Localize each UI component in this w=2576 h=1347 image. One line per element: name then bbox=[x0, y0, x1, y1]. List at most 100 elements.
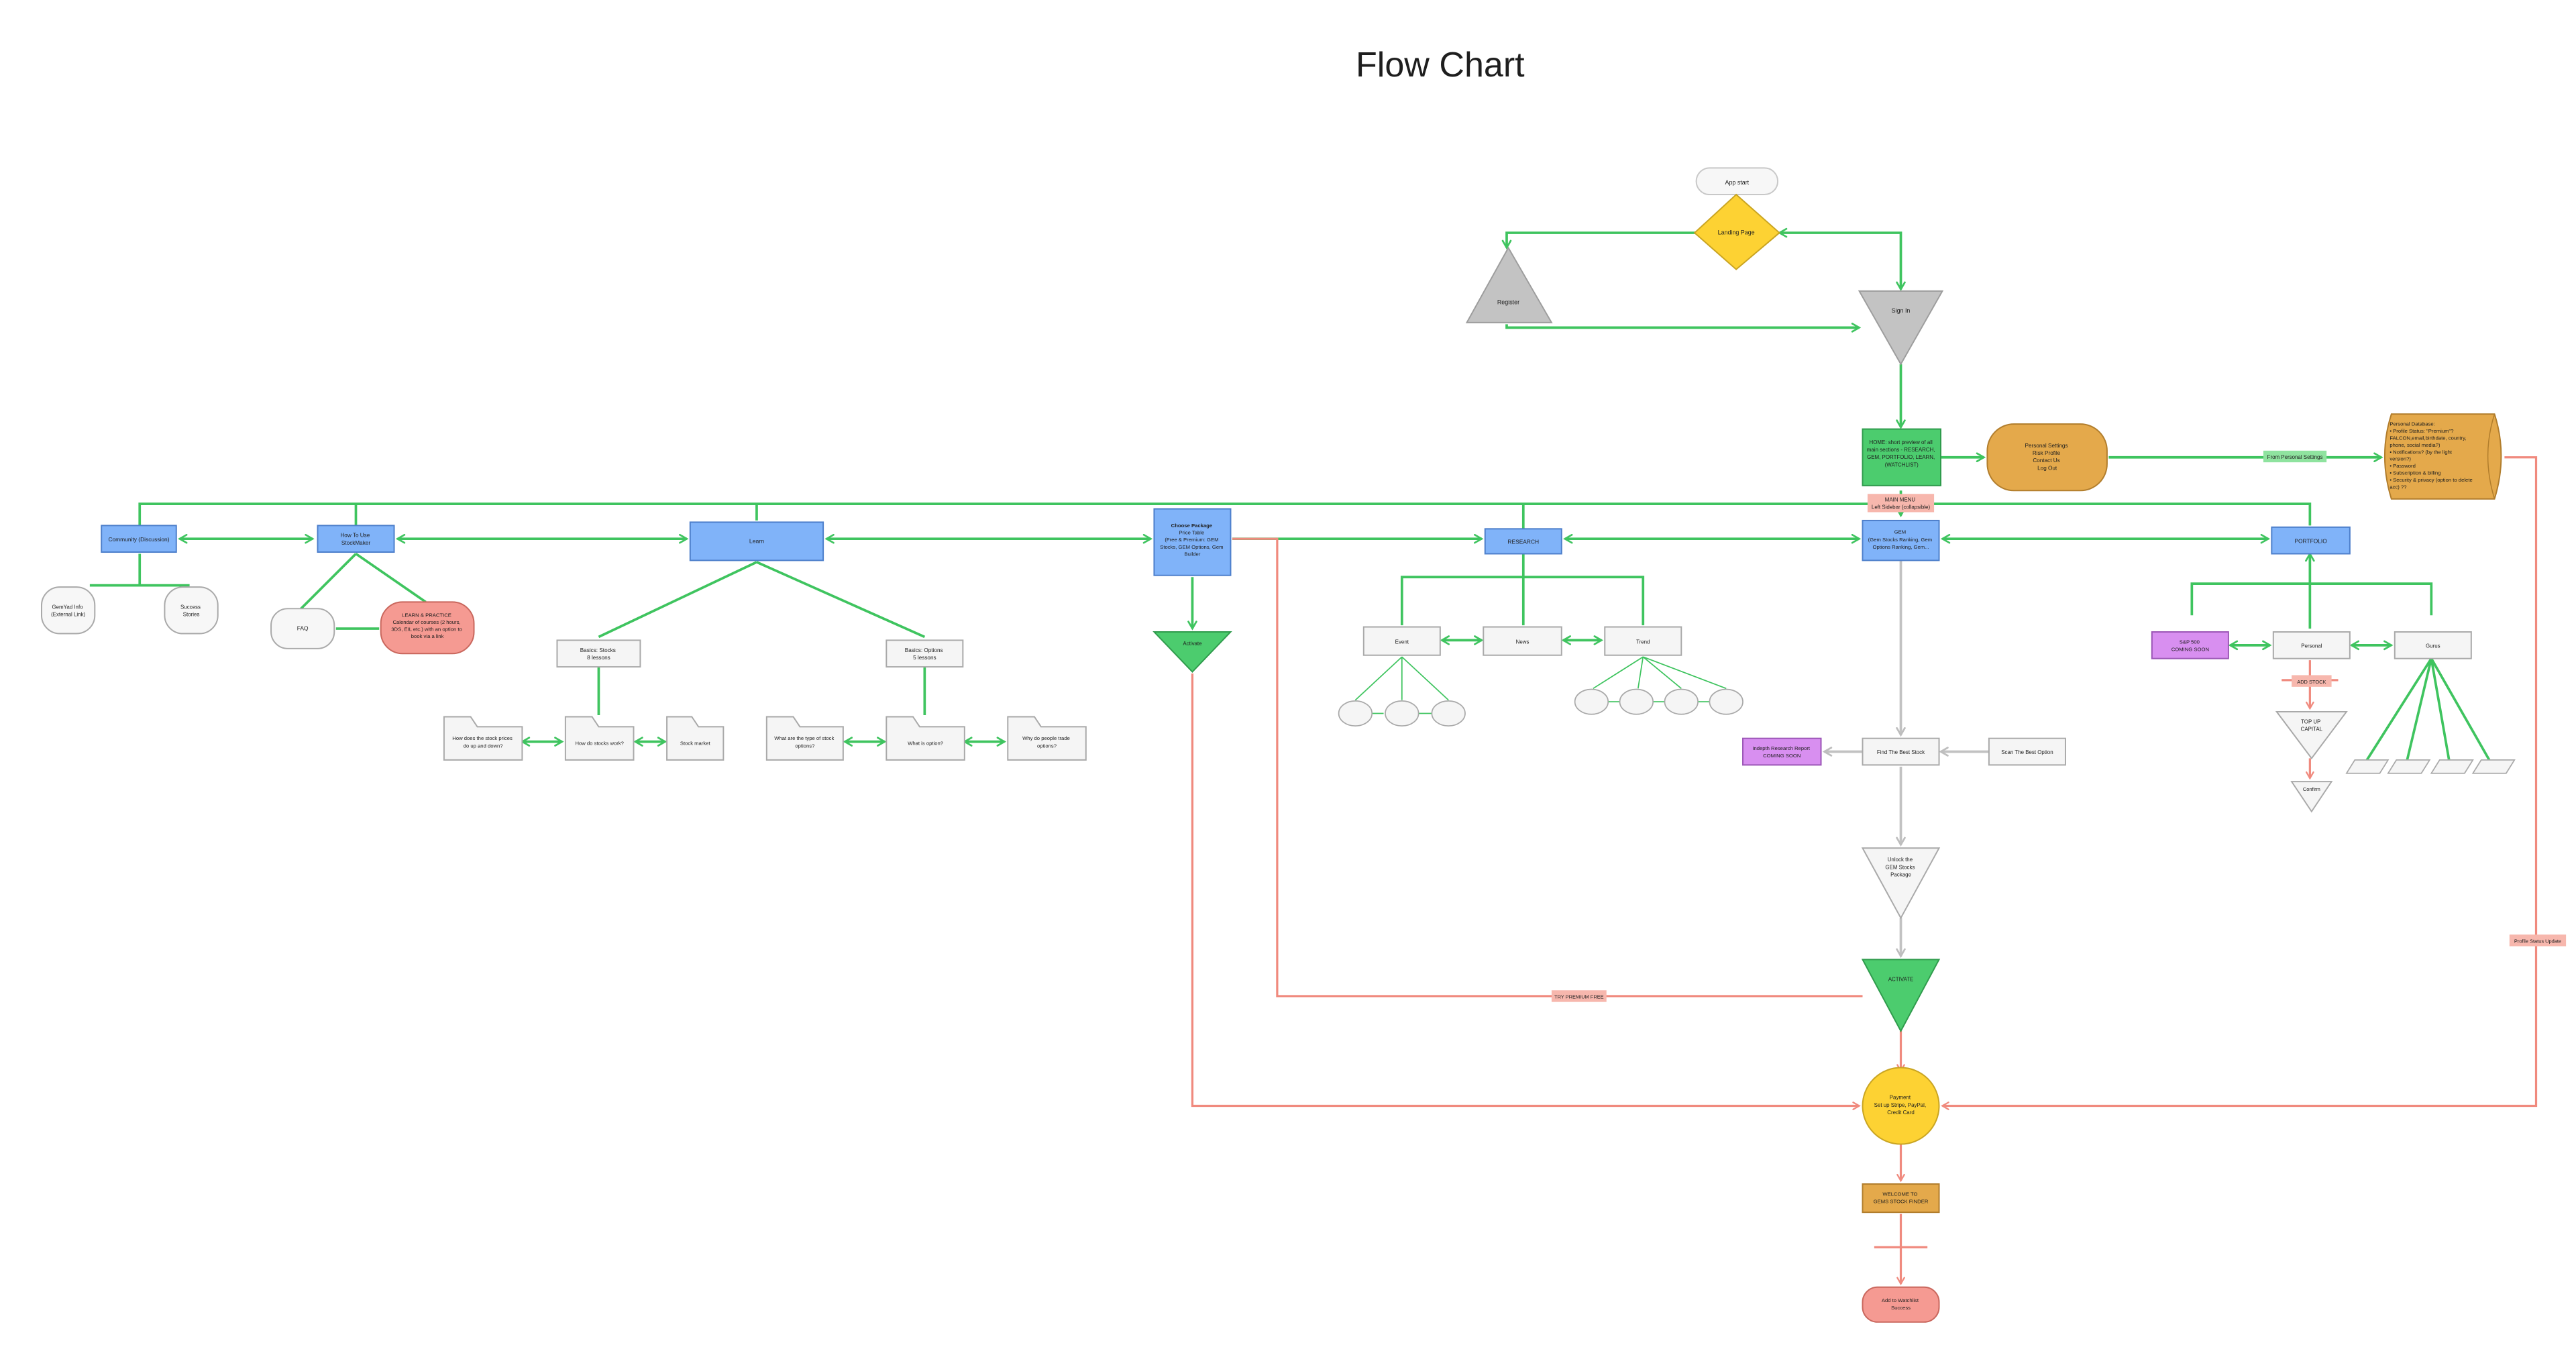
node-label: Landing Page bbox=[1718, 229, 1755, 236]
node-indepth-research[interactable]: Indepth Research Report COMING SOON bbox=[1742, 737, 1822, 766]
node-label: Basics: Options 5 lessons bbox=[905, 647, 945, 661]
node-label: PORTFOLIO bbox=[2294, 537, 2327, 544]
svg-text:Profile Status Update: Profile Status Update bbox=[2514, 938, 2561, 945]
node-scan-best-option[interactable]: Scan The Best Option bbox=[1988, 737, 2066, 766]
node-what-is-option[interactable]: What is option? bbox=[885, 716, 965, 761]
node-how-to-use[interactable]: How To Use StockMaker bbox=[317, 525, 395, 553]
node-choose-package[interactable]: Choose Package Price Table (Free & Premi… bbox=[1153, 508, 1232, 576]
node-register[interactable]: Register bbox=[1465, 246, 1553, 323]
trend-subnodes bbox=[1574, 688, 1743, 715]
node-label: How do stocks work? bbox=[575, 741, 623, 747]
node-landing-page[interactable]: Landing Page bbox=[1693, 193, 1781, 270]
node-learn-practice[interactable]: LEARN & PRACTICE Calendar of courses (2 … bbox=[380, 601, 475, 655]
node-label: LEARN & PRACTICE Calendar of courses (2 … bbox=[391, 612, 464, 639]
node-label: Indepth Research Report COMING SOON bbox=[1752, 745, 1811, 759]
node-s-and-p[interactable]: S&P 500 COMING SOON bbox=[2151, 631, 2229, 659]
node-personal-database[interactable]: Personal Database: • Profile Status: "Pr… bbox=[2383, 413, 2502, 500]
node-label: Unlock the GEM Stocks Package bbox=[1885, 857, 1916, 877]
node-label: News bbox=[1516, 639, 1529, 645]
node-personal[interactable]: Personal bbox=[2272, 631, 2351, 659]
node-label: Learn bbox=[749, 537, 764, 544]
node-label: RESEARCH bbox=[1507, 539, 1539, 545]
node-research[interactable]: RESEARCH bbox=[1484, 528, 1562, 555]
node-community[interactable]: Community (Discussion) bbox=[101, 525, 177, 553]
node-confirm[interactable]: Confirm bbox=[2290, 781, 2333, 813]
node-label: Why do people trade options? bbox=[1022, 735, 1071, 749]
node-home[interactable]: HOME: short preview of all main sections… bbox=[1862, 428, 1942, 486]
connectors bbox=[89, 227, 2538, 1286]
node-label: App start bbox=[1725, 179, 1750, 186]
node-label: Sign In bbox=[1892, 307, 1911, 314]
node-portfolio[interactable]: PORTFOLIO bbox=[2271, 526, 2351, 555]
node-gem[interactable]: GEM (Gem Stocks Ranking, Gem Options Ran… bbox=[1862, 519, 1940, 561]
node-stock-prices[interactable]: How does the stock prices do up and down… bbox=[443, 716, 523, 761]
node-sign-in[interactable]: Sign In bbox=[1858, 290, 1944, 366]
node-label: Register bbox=[1497, 299, 1519, 306]
node-label: Stock market bbox=[680, 741, 711, 747]
node-unlock-gem[interactable]: Unlock the GEM Stocks Package bbox=[1861, 847, 1941, 920]
node-label: Basics: Stocks 8 lessons bbox=[580, 647, 617, 661]
node-event[interactable]: Event bbox=[1362, 626, 1441, 656]
gurus-subnodes bbox=[2345, 759, 2516, 774]
edge-label-add-stock: ADD STOCK bbox=[2292, 675, 2332, 687]
node-label: TOP UP CAPITAL bbox=[2301, 718, 2323, 732]
node-activate-main[interactable]: ACTIVATE bbox=[1861, 959, 1941, 1033]
node-faq[interactable]: FAQ bbox=[270, 608, 335, 649]
node-add-watchlist[interactable]: Add to Watchlist Success bbox=[1862, 1286, 1940, 1323]
svg-text:ADD STOCK: ADD STOCK bbox=[2297, 679, 2326, 685]
node-label: WELCOME TO GEMS STOCK FINDER bbox=[1874, 1191, 1929, 1204]
edge-label-try-premium: TRY PREMIUM FREE bbox=[1551, 990, 1607, 1002]
node-label: ACTIVATE bbox=[1888, 977, 1914, 983]
node-label: Event bbox=[1395, 639, 1409, 645]
node-personal-settings[interactable]: Personal Settings Risk Profile Contact U… bbox=[1986, 423, 2108, 492]
node-label: S&P 500 COMING SOON bbox=[2171, 639, 2209, 652]
node-learn[interactable]: Learn bbox=[689, 521, 824, 561]
svg-text:From Personal Settings: From Personal Settings bbox=[2267, 454, 2323, 460]
node-label: What is option? bbox=[908, 741, 943, 747]
node-welcome[interactable]: WELCOME TO GEMS STOCK FINDER bbox=[1862, 1183, 1940, 1214]
node-top-up-capital[interactable]: TOP UP CAPITAL bbox=[2275, 711, 2348, 760]
node-why-trade-options[interactable]: Why do people trade options? bbox=[1007, 716, 1087, 761]
node-label: Activate bbox=[1183, 641, 1202, 647]
node-label: Choose Package Price Table (Free & Premi… bbox=[1160, 523, 1224, 557]
node-main-menu[interactable]: MAIN MENU Left Sidebar (collapsible) bbox=[1867, 494, 1935, 513]
node-label: Trend bbox=[1636, 639, 1650, 645]
node-news[interactable]: News bbox=[1483, 626, 1562, 656]
node-trend[interactable]: Trend bbox=[1604, 626, 1682, 656]
node-basics-stocks[interactable]: Basics: Stocks 8 lessons bbox=[556, 639, 641, 668]
node-label: Find The Best Stock bbox=[1877, 749, 1925, 755]
node-label: Confirm bbox=[2303, 786, 2320, 792]
node-label: HOME: short preview of all main sections… bbox=[1867, 439, 1937, 468]
node-option-types[interactable]: What are the type of stock options? bbox=[765, 716, 844, 761]
node-label: GEM (Gem Stocks Ranking, Gem Options Ran… bbox=[1868, 529, 1934, 550]
node-basics-options[interactable]: Basics: Options 5 lessons bbox=[885, 639, 964, 668]
node-success-stories[interactable]: Success Stories bbox=[164, 586, 219, 635]
node-label: Gurus bbox=[2426, 643, 2440, 649]
node-label: Personal bbox=[2301, 643, 2322, 649]
node-label: What are the type of stock options? bbox=[774, 735, 835, 749]
node-how-stocks-work[interactable]: How do stocks work? bbox=[564, 716, 635, 761]
node-label: Personal Settings Risk Profile Contact U… bbox=[2025, 443, 2070, 471]
node-payment[interactable]: Payment Set up Stripe, PayPal, Credit Ca… bbox=[1862, 1067, 1940, 1145]
edge-label-profile-status-update: Profile Status Update bbox=[2509, 934, 2567, 947]
edge-label-from-personal-settings: From Personal Settings bbox=[2263, 450, 2327, 463]
node-gurus[interactable]: Gurus bbox=[2394, 631, 2472, 659]
svg-text:TRY PREMIUM FREE: TRY PREMIUM FREE bbox=[1554, 994, 1604, 1000]
node-label: How To Use StockMaker bbox=[340, 533, 371, 546]
node-label: GemYad Info (External Link) bbox=[51, 604, 85, 617]
node-find-best-stock[interactable]: Find The Best Stock bbox=[1862, 737, 1940, 766]
node-label: Scan The Best Option bbox=[2001, 749, 2053, 755]
page-title: Flow Chart bbox=[1356, 46, 1525, 85]
node-app-start[interactable]: App start bbox=[1695, 167, 1779, 196]
node-gemlab-info[interactable]: GemYad Info (External Link) bbox=[40, 586, 96, 635]
node-label: Community (Discussion) bbox=[108, 536, 169, 543]
node-label: Add to Watchlist Success bbox=[1882, 1297, 1920, 1311]
event-subnodes bbox=[1338, 700, 1466, 726]
node-activate-left[interactable]: Activate bbox=[1152, 631, 1232, 673]
node-label: FAQ bbox=[297, 625, 309, 632]
node-label: MAIN MENU Left Sidebar (collapsible) bbox=[1872, 496, 1931, 510]
node-stock-market[interactable]: Stock market bbox=[666, 716, 724, 761]
node-label: Success Stories bbox=[180, 604, 202, 617]
node-label: Payment Set up Stripe, PayPal, Credit Ca… bbox=[1874, 1095, 1928, 1116]
